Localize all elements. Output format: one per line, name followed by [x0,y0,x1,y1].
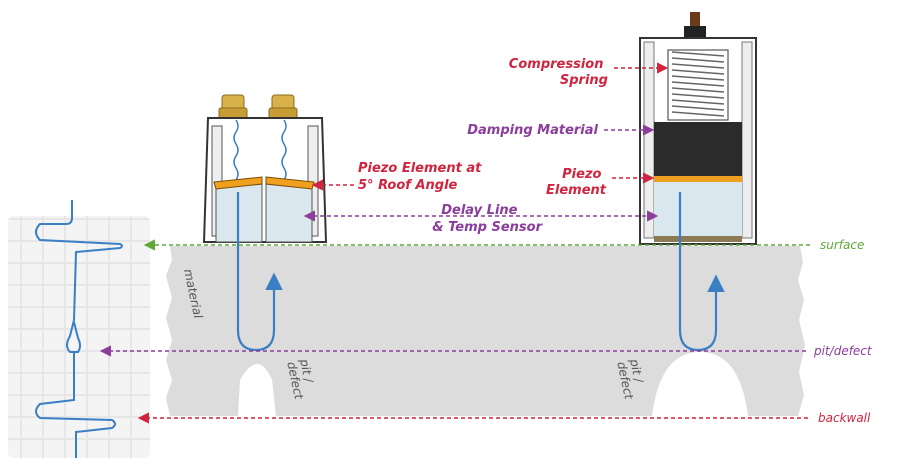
pit-defect-label: pit/defect [813,344,873,358]
delay-line-label: Delay Line & Temp Sensor [432,203,543,235]
damping-block [654,122,742,176]
right-beam-path [678,192,725,352]
material-block [166,246,805,416]
piezo-element-bar [654,176,742,182]
left-beam-path [236,192,283,352]
delay-line-block [654,182,742,238]
piezo-roof-label: Piezo Element at 5° Roof Angle [358,161,486,193]
backwall-label: backwall [818,411,871,425]
roof-piezo-element [213,176,263,190]
surface-label: surface [820,238,864,252]
damping-material-label: Damping Material [467,123,598,138]
compression-spring-label: Compression Spring [509,57,608,88]
single-element-probe [639,12,757,245]
pit-defect-left-shape [238,364,276,416]
compression-spring [671,51,725,117]
waveform-trace [35,200,123,458]
waveform-panel [8,216,150,458]
piezo-element-label: Piezo Element [546,167,607,198]
pit-defect-right-shape [652,352,748,416]
dual-element-probe [202,94,328,243]
